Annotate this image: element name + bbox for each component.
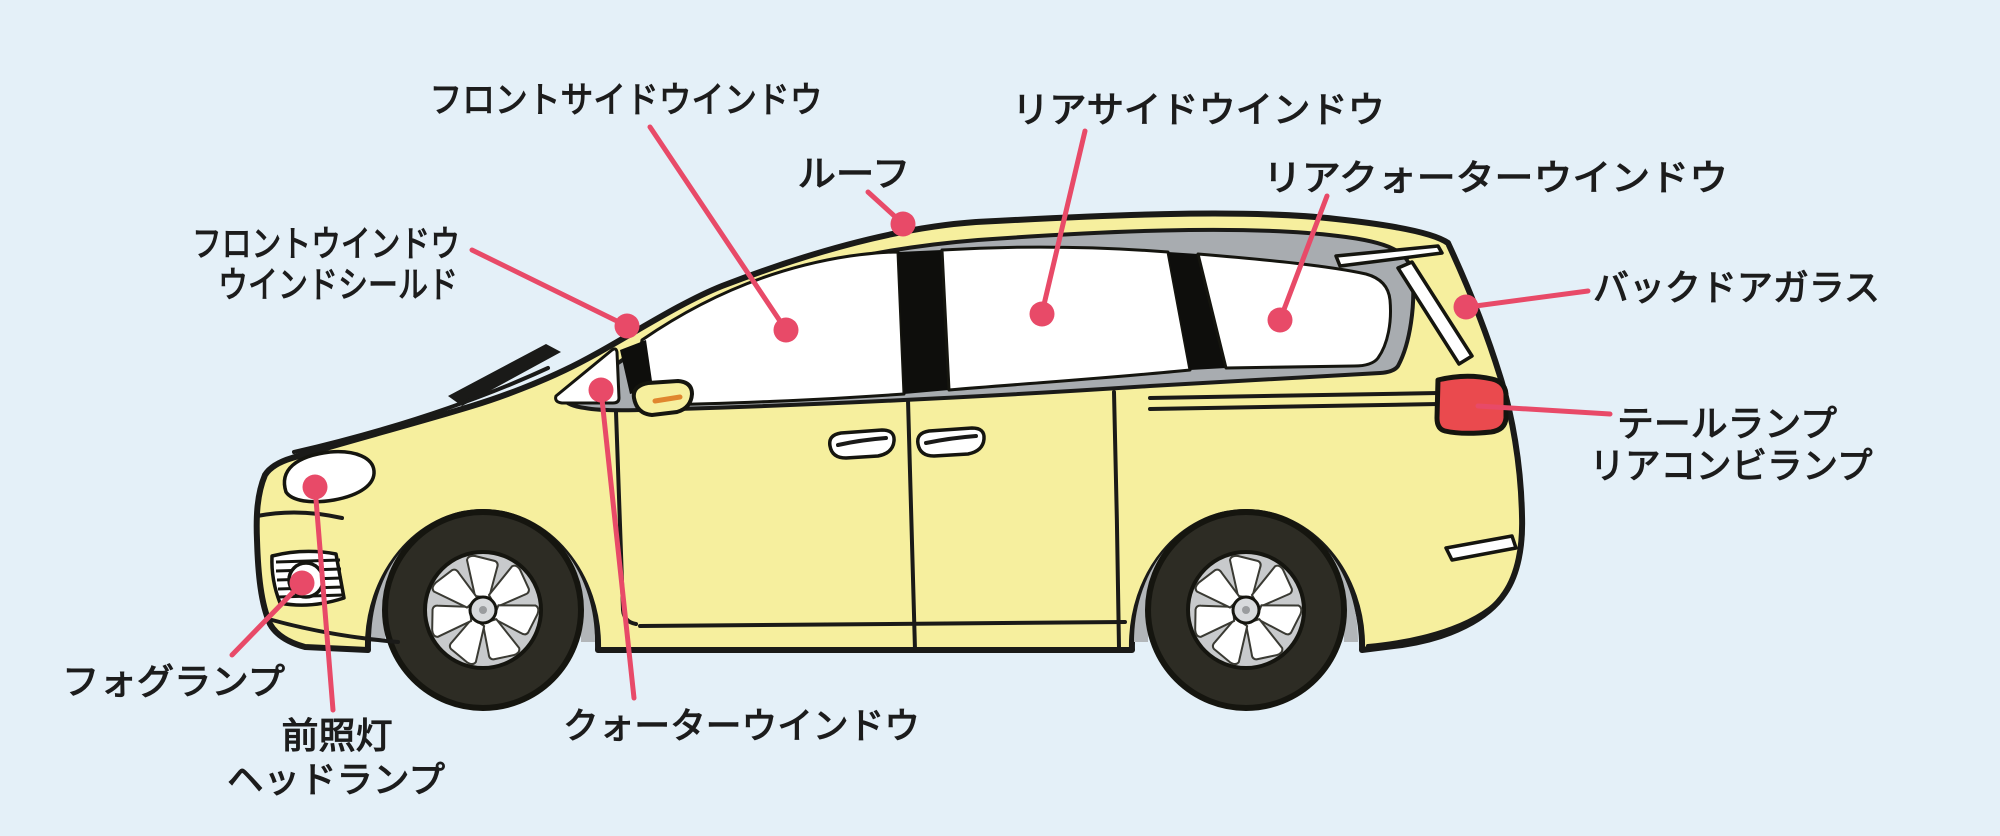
label-headlamp-line2: ヘッドランプ (227, 759, 445, 800)
front-bumper-lip-line (270, 618, 400, 644)
leader-line-tail-lamp (1475, 403, 1613, 417)
rear-wheel (1148, 512, 1344, 708)
rear-side-window-glass (940, 245, 1192, 392)
label-fog-lamp: フォグランプ (62, 661, 285, 702)
leader-line-headlamp (312, 484, 336, 713)
label-quarter-window: クォーターウインドウ (563, 705, 920, 746)
leader-lines (229, 124, 1613, 713)
car-illustration (253, 210, 1526, 708)
label-back-door-glass: バックドアガラス (1593, 267, 1880, 308)
leader-dot-fog-lamp (289, 570, 315, 596)
leader-dot-rear-quarter-window (1267, 307, 1293, 333)
back-door-glass-shape (1396, 260, 1474, 366)
leader-line-back-door-glass (1465, 288, 1591, 310)
leader-dot-windshield (614, 313, 640, 339)
label-windshield-line1: フロントウインドウ (192, 223, 460, 264)
leader-dot-back-door-glass (1453, 294, 1479, 320)
label-tail-lamp-line1: テールランプ (1617, 403, 1837, 444)
sliding-door-rear-seam (1112, 390, 1121, 650)
c-pillar (1168, 252, 1226, 370)
part-labels: フロントサイドウインドウ ルーフ リアサイドウインドウ リアクォーターウインドウ… (62, 79, 1880, 800)
label-rear-quarter-window: リアクォーターウインドウ (1263, 157, 1728, 198)
sliding-door-track-lower (1148, 402, 1440, 411)
door-handles (827, 426, 986, 460)
label-roof: ルーフ (798, 153, 911, 194)
hood-crease-line (292, 366, 550, 454)
leader-dot-quarter-window (588, 377, 614, 403)
sliding-door-front-seam (906, 398, 917, 652)
rear-quarter-window-glass (1196, 252, 1392, 370)
leader-line-rear-side-window (1039, 128, 1088, 316)
leader-dot-headlamp (302, 474, 328, 500)
leader-dot-rear-side-window (1029, 301, 1055, 327)
leader-dot-roof (890, 211, 916, 237)
front-wheel (385, 512, 581, 708)
leader-line-fog-lamp (229, 580, 305, 658)
bumper-crease-line (255, 510, 344, 520)
spoiler-gap-sliver (1334, 244, 1444, 268)
leader-line-quarter-window (598, 387, 637, 701)
b-pillar (898, 250, 949, 394)
label-rear-side-window: リアサイドウインドウ (1012, 89, 1385, 130)
leader-dot-front-side-window (773, 317, 799, 343)
rocker-sill-line (638, 620, 1127, 628)
mirror-mount (620, 340, 653, 394)
label-tail-lamp-line2: リアコンビランプ (1590, 445, 1873, 486)
label-headlamp-line1: 前照灯 (282, 715, 393, 756)
rear-bumper-reflector (1444, 534, 1518, 562)
leader-line-rear-quarter-window (1277, 193, 1330, 323)
leader-line-windshield (469, 247, 630, 329)
label-windshield-line2: ウインドシールド (218, 264, 458, 305)
mirror-turn-signal (652, 394, 683, 404)
leader-line-front-side-window (647, 124, 789, 333)
tail-lamp-shape (1434, 373, 1509, 436)
sliding-door-track-upper (1148, 391, 1440, 400)
label-front-side-window: フロントサイドウインドウ (430, 79, 823, 120)
rear-bumper-crease-line (1366, 592, 1507, 648)
windshield-wiper (448, 344, 561, 406)
